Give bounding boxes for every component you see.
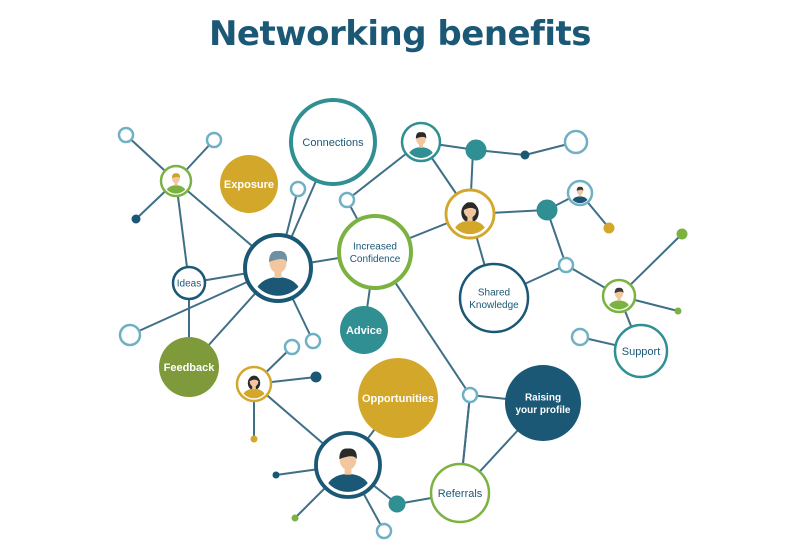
node-opportunities-circle xyxy=(358,358,438,438)
connector-dot xyxy=(131,214,141,224)
connector-dot xyxy=(388,495,406,513)
connector-dot xyxy=(557,256,575,274)
person-icon xyxy=(571,186,589,204)
page-title: Networking benefits xyxy=(208,14,592,54)
connector-dot xyxy=(117,126,135,144)
node-raising-your-profile-label: your profile xyxy=(515,405,570,416)
person-right xyxy=(601,278,637,314)
connector-dot xyxy=(375,522,393,540)
connector-dot xyxy=(536,199,558,221)
node-advice: Advice xyxy=(340,306,388,354)
node-ideas: Ideas xyxy=(171,265,207,301)
connection-lines xyxy=(125,134,683,532)
person-icon xyxy=(165,173,187,194)
connector-dot xyxy=(250,435,258,443)
connector-dot xyxy=(520,150,530,160)
node-advice-label: Advice xyxy=(346,325,382,337)
node-advice-circle xyxy=(340,306,388,354)
node-shared-knowledge-label: Knowledge xyxy=(469,300,519,311)
node-increased-confidence-label: Increased xyxy=(353,241,397,252)
node-ideas-label: Ideas xyxy=(177,279,201,290)
connector-dot xyxy=(674,307,682,315)
person-icon xyxy=(452,202,488,235)
person-bottom xyxy=(314,431,382,499)
node-referrals-label: Referrals xyxy=(438,488,483,500)
node-connections: Connections xyxy=(289,98,377,186)
node-opportunities-label: Opportunities xyxy=(362,393,434,405)
connector-dot xyxy=(205,131,223,149)
node-increased-confidence-circle xyxy=(337,214,413,290)
connector-dot xyxy=(338,191,356,209)
node-opportunities: Opportunities xyxy=(358,358,438,438)
connector-dot xyxy=(310,371,322,383)
connector-dot xyxy=(563,129,589,155)
person-main xyxy=(243,233,313,303)
node-feedback-label: Feedback xyxy=(164,362,216,374)
person-icon xyxy=(607,287,631,310)
node-increased-confidence-label: Confidence xyxy=(350,254,401,265)
person-icon xyxy=(407,132,435,158)
node-shared-knowledge-label: Shared xyxy=(478,287,510,298)
connector-dot xyxy=(291,514,299,522)
person-left-woman xyxy=(235,365,273,403)
connector-dot xyxy=(465,139,487,161)
node-connections-circle xyxy=(289,98,377,186)
connector-dot xyxy=(289,180,307,198)
person-icon xyxy=(254,250,302,296)
node-support-label: Support xyxy=(622,346,661,358)
connector-dot xyxy=(304,332,322,350)
person-left xyxy=(159,164,193,198)
node-raising-your-profile-circle xyxy=(505,365,581,441)
node-exposure-circle xyxy=(220,155,278,213)
connector-dots xyxy=(117,126,688,540)
node-feedback: Feedback xyxy=(159,337,219,397)
node-raising-your-profile: Raising your profile xyxy=(505,365,581,441)
people-nodes xyxy=(159,121,637,499)
connector-dot xyxy=(272,471,280,479)
connector-dot xyxy=(118,323,142,347)
node-feedback-circle xyxy=(159,337,219,397)
person-icon xyxy=(324,448,372,492)
node-shared-knowledge-circle xyxy=(458,262,530,334)
connector-dot xyxy=(283,338,301,356)
node-raising-your-profile-label: Raising xyxy=(525,392,561,403)
node-exposure: Exposure xyxy=(220,155,278,213)
node-support: Support xyxy=(613,323,669,379)
node-exposure-label: Exposure xyxy=(224,179,274,191)
connector-dot xyxy=(570,327,590,347)
node-ideas-circle xyxy=(171,265,207,301)
connector-dot xyxy=(461,386,479,404)
node-connections-label: Connections xyxy=(302,137,364,149)
connector-dot xyxy=(676,228,688,240)
node-referrals: Referrals xyxy=(429,462,491,524)
person-top xyxy=(400,121,442,163)
connector-dot xyxy=(603,222,615,234)
node-referrals-circle xyxy=(429,462,491,524)
node-support-circle xyxy=(613,323,669,379)
person-icon xyxy=(241,375,267,399)
person-small xyxy=(566,179,594,207)
person-woman xyxy=(444,188,496,240)
